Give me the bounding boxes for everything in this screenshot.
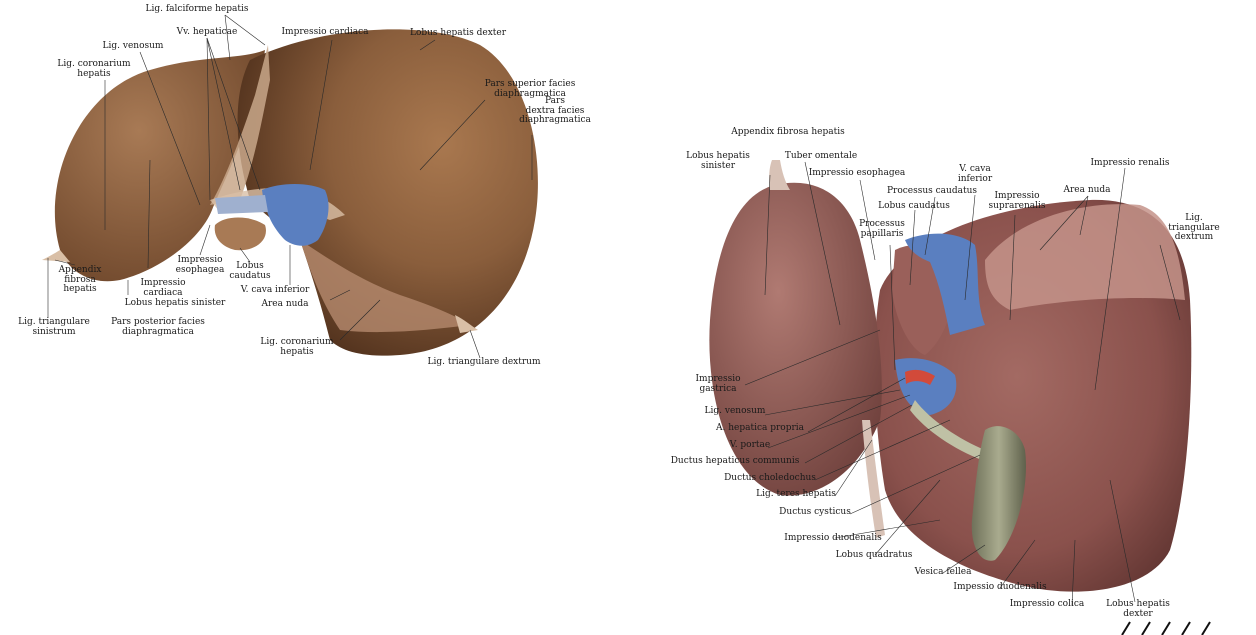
label-appendix-fibrosa-r: Appendix fibrosa hepatis	[731, 127, 845, 137]
label-impressio-renalis: Impressio renalis	[1090, 158, 1170, 168]
label-lobus-dexter-top: Lobus hepatis dexter	[409, 28, 507, 38]
label-a-hepatica: A. hepatica propria	[715, 423, 805, 433]
label-lig-coronarium-low: Lig. coronarium hepatis	[260, 337, 334, 357]
label-impressio-esophagea: Impressio esophagea	[175, 255, 225, 275]
label-processus-papillaris: Processus papillaris	[859, 219, 905, 239]
label-impressio-cardiaca-low: Impressio cardiaca	[140, 278, 186, 298]
label-lig-triangulare-dex: Lig. triangulare dextrum	[427, 357, 541, 367]
bile-duct	[910, 400, 985, 460]
gallbladder	[971, 426, 1026, 561]
label-vv-hepaticae: Vv. hepaticae	[176, 27, 238, 37]
label-lobus-dexter-r: Lobus hepatis dexter	[1106, 599, 1170, 619]
label-impressio-cardiaca-top: Impressio cardiaca	[281, 27, 369, 37]
label-pars-superior: Pars superior facies diaphragmatica	[484, 79, 576, 99]
label-lig-teres: Lig. teres hepatis	[756, 489, 836, 499]
label-ductus-choledochus: Ductus choledochus	[724, 473, 816, 483]
label-area-nuda-r: Area nuda	[1063, 185, 1111, 195]
label-lig-venosum-r: Lig. venosum	[704, 406, 766, 416]
appendix-fibrosa-right	[769, 160, 790, 190]
label-processus-caudatus: Processus caudatus	[886, 186, 978, 196]
liver-superior-view	[42, 29, 538, 356]
label-ductus-cysticus: Ductus cysticus	[779, 507, 851, 517]
label-v-portae: V. portae	[729, 440, 771, 450]
label-lobus-sinister: Lobus hepatis sinister	[124, 298, 226, 308]
area-nuda-right	[985, 204, 1185, 310]
label-pars-dextra: Pars dextra facies diaphragmatica	[519, 96, 591, 125]
label-impessio-duodenalis: Impessio duodenalis	[953, 582, 1047, 592]
label-impressio-suprarenalis: Impressio suprarenalis	[988, 191, 1046, 211]
label-lig-venosum: Lig. venosum	[102, 41, 164, 51]
label-appendix-fibrosa: Appendix fibrosa hepatis	[58, 265, 102, 294]
hepatic-artery	[905, 369, 935, 385]
area-nuda-left	[300, 240, 470, 333]
label-tuber-omentale: Tuber omentale	[784, 151, 858, 161]
label-lig-coronarium-left: Lig. coronarium hepatis	[57, 59, 131, 79]
left-lobe-visceral	[709, 182, 882, 496]
label-impressio-esophagea-r: Impressio esophagea	[808, 168, 906, 178]
label-lig-triangulare-sin: Lig. triangulare sinistrum	[18, 317, 90, 337]
label-impressio-duodenalis-l: Impressio duodenalis	[784, 533, 882, 543]
caudate-lobe-left	[214, 217, 266, 251]
vena-cava-left	[262, 184, 329, 246]
label-vesica-fellea: Vesica fellea	[914, 567, 972, 577]
label-lobus-caudatus: Lobus caudatus	[229, 261, 271, 281]
left-lobe-shape	[54, 50, 266, 282]
lig-teres	[862, 420, 885, 538]
label-v-cava-inferior: V. cava inferior	[240, 285, 310, 295]
label-impressio-gastrica: Impressio gastrica	[695, 374, 741, 394]
vena-cava-right	[905, 233, 985, 335]
triangular-ligament-right	[455, 315, 478, 333]
label-area-nuda: Area nuda	[261, 299, 309, 309]
label-lobus-quadratus: Lobus quadratus	[835, 550, 913, 560]
label-pars-posterior: Pars posterior facies diaphragmatica	[111, 317, 205, 337]
label-lobus-caudatus-r: Lobus caudatus	[878, 201, 950, 211]
label-ductus-hepaticus: Ductus hepaticus communis	[670, 456, 800, 466]
label-lobus-sinister-r: Lobus hepatis sinister	[686, 151, 750, 171]
hepatic-veins	[215, 195, 268, 214]
liver-visceral-view	[709, 160, 1192, 592]
label-lig-falciforme: Lig. falciforme hepatis	[145, 4, 249, 14]
corner-marks	[1121, 621, 1211, 635]
label-impressio-colica: Impressio colica	[1009, 599, 1085, 609]
falciform-ligament	[210, 45, 270, 205]
triangular-ligament-left	[42, 250, 70, 262]
leader-lines-left	[47, 14, 533, 359]
label-v-cava-inferior-r: V. cava inferior	[957, 164, 993, 184]
leader-lines-right	[744, 161, 1181, 606]
label-lig-triangulare-dex-r: Lig. triangulare dextrum	[1168, 213, 1220, 242]
